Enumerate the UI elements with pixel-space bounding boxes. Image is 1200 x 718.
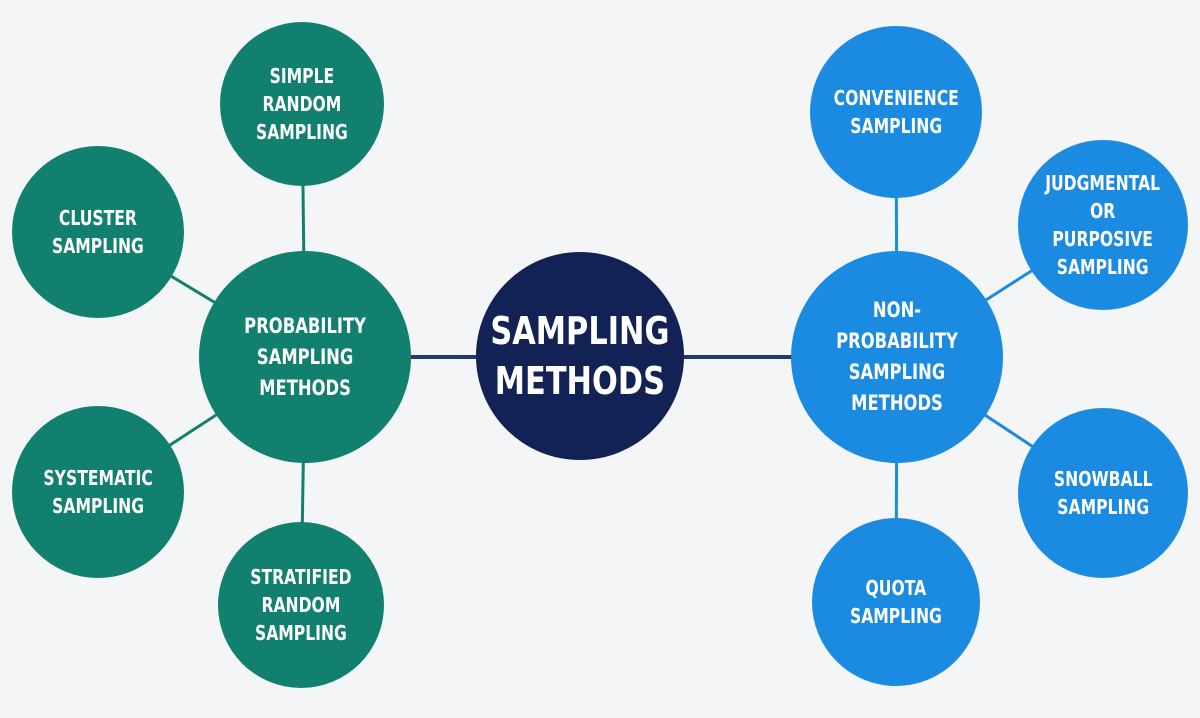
snowball-sampling-node: SNOWBALL SAMPLING <box>1018 408 1188 578</box>
center-node-label: SAMPLING METHODS <box>490 309 670 403</box>
non-probability-hub-node: NON-PROBABILITY SAMPLING METHODS <box>791 251 1003 463</box>
simple-random-sampling-node: SIMPLE RANDOM SAMPLING <box>220 22 384 186</box>
center-node-sampling-methods: SAMPLING METHODS <box>476 252 684 460</box>
cluster-sampling-node: CLUSTER SAMPLING <box>12 146 184 318</box>
cluster-sampling-label: CLUSTER SAMPLING <box>52 206 144 258</box>
stratified-random-sampling-label: STRATIFIED RANDOM SAMPLING <box>250 565 352 645</box>
probability-hub-node: PROBABILITY SAMPLING METHODS <box>199 251 411 463</box>
systematic-sampling-node: SYSTEMATIC SAMPLING <box>12 406 184 578</box>
convenience-sampling-node: CONVENIENCE SAMPLING <box>810 26 982 198</box>
systematic-sampling-label: SYSTEMATIC SAMPLING <box>43 466 153 518</box>
non-probability-hub-label: NON-PROBABILITY SAMPLING METHODS <box>836 298 958 415</box>
probability-hub-label: PROBABILITY SAMPLING METHODS <box>244 313 366 400</box>
convenience-sampling-label: CONVENIENCE SAMPLING <box>833 86 959 138</box>
snowball-sampling-label: SNOWBALL SAMPLING <box>1053 467 1153 519</box>
simple-random-sampling-label: SIMPLE RANDOM SAMPLING <box>256 64 348 144</box>
quota-sampling-node: QUOTA SAMPLING <box>812 518 980 686</box>
judgmental-purposive-sampling-label: JUDGMENTAL OR PURPOSIVE SAMPLING <box>1045 171 1161 279</box>
stratified-random-sampling-node: STRATIFIED RANDOM SAMPLING <box>218 522 384 688</box>
quota-sampling-label: QUOTA SAMPLING <box>850 576 942 628</box>
judgmental-purposive-sampling-node: JUDGMENTAL OR PURPOSIVE SAMPLING <box>1018 140 1188 310</box>
